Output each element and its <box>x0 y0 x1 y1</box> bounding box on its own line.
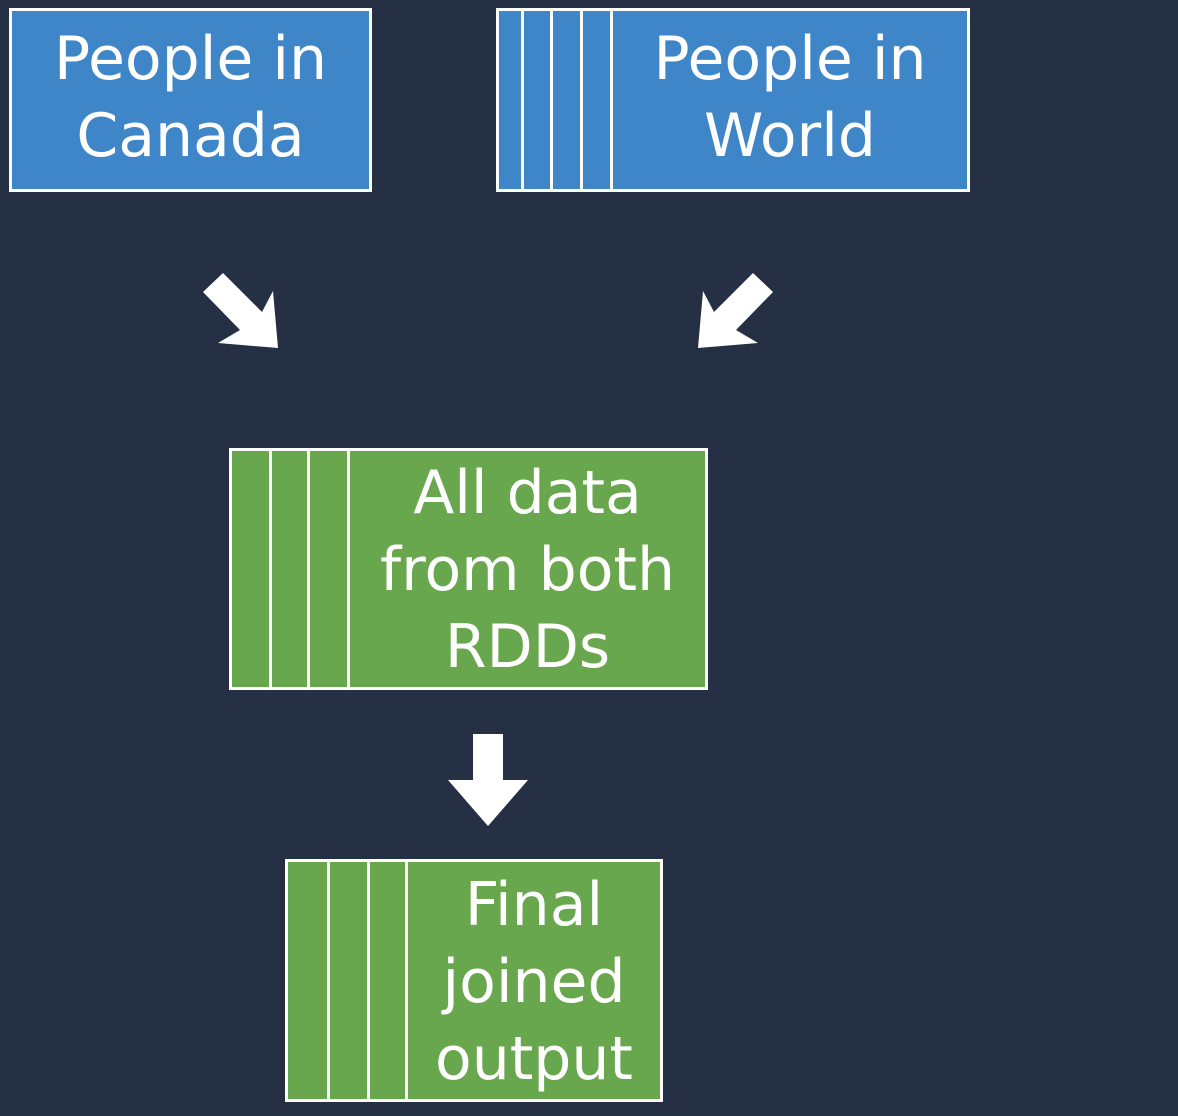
arrow-down-right-icon <box>203 273 278 348</box>
partition-stripe <box>288 862 330 1099</box>
partition-stripe <box>370 862 408 1099</box>
people-in-canada-box: People in Canada <box>9 8 372 192</box>
people-in-canada-label: People in Canada <box>53 24 328 171</box>
final-output-label: Final joined output <box>435 870 633 1094</box>
people-in-world-box: People in World <box>496 8 970 192</box>
partition-stripe <box>272 451 310 687</box>
partition-stripe <box>310 451 350 687</box>
partition-stripe <box>330 862 370 1099</box>
final-output-box: Final joined output <box>285 859 663 1102</box>
partition-stripe <box>524 11 553 189</box>
partition-stripe <box>583 11 613 189</box>
partition-stripe <box>499 11 524 189</box>
all-data-box: All data from both RDDs <box>229 448 708 690</box>
people-in-world-label: People in World <box>653 24 927 171</box>
partition-stripe <box>232 451 272 687</box>
arrow-down-left-icon <box>698 273 773 348</box>
arrow-down-icon <box>448 734 528 826</box>
all-data-label: All data from both RDDs <box>379 457 676 682</box>
partition-stripe <box>553 11 583 189</box>
